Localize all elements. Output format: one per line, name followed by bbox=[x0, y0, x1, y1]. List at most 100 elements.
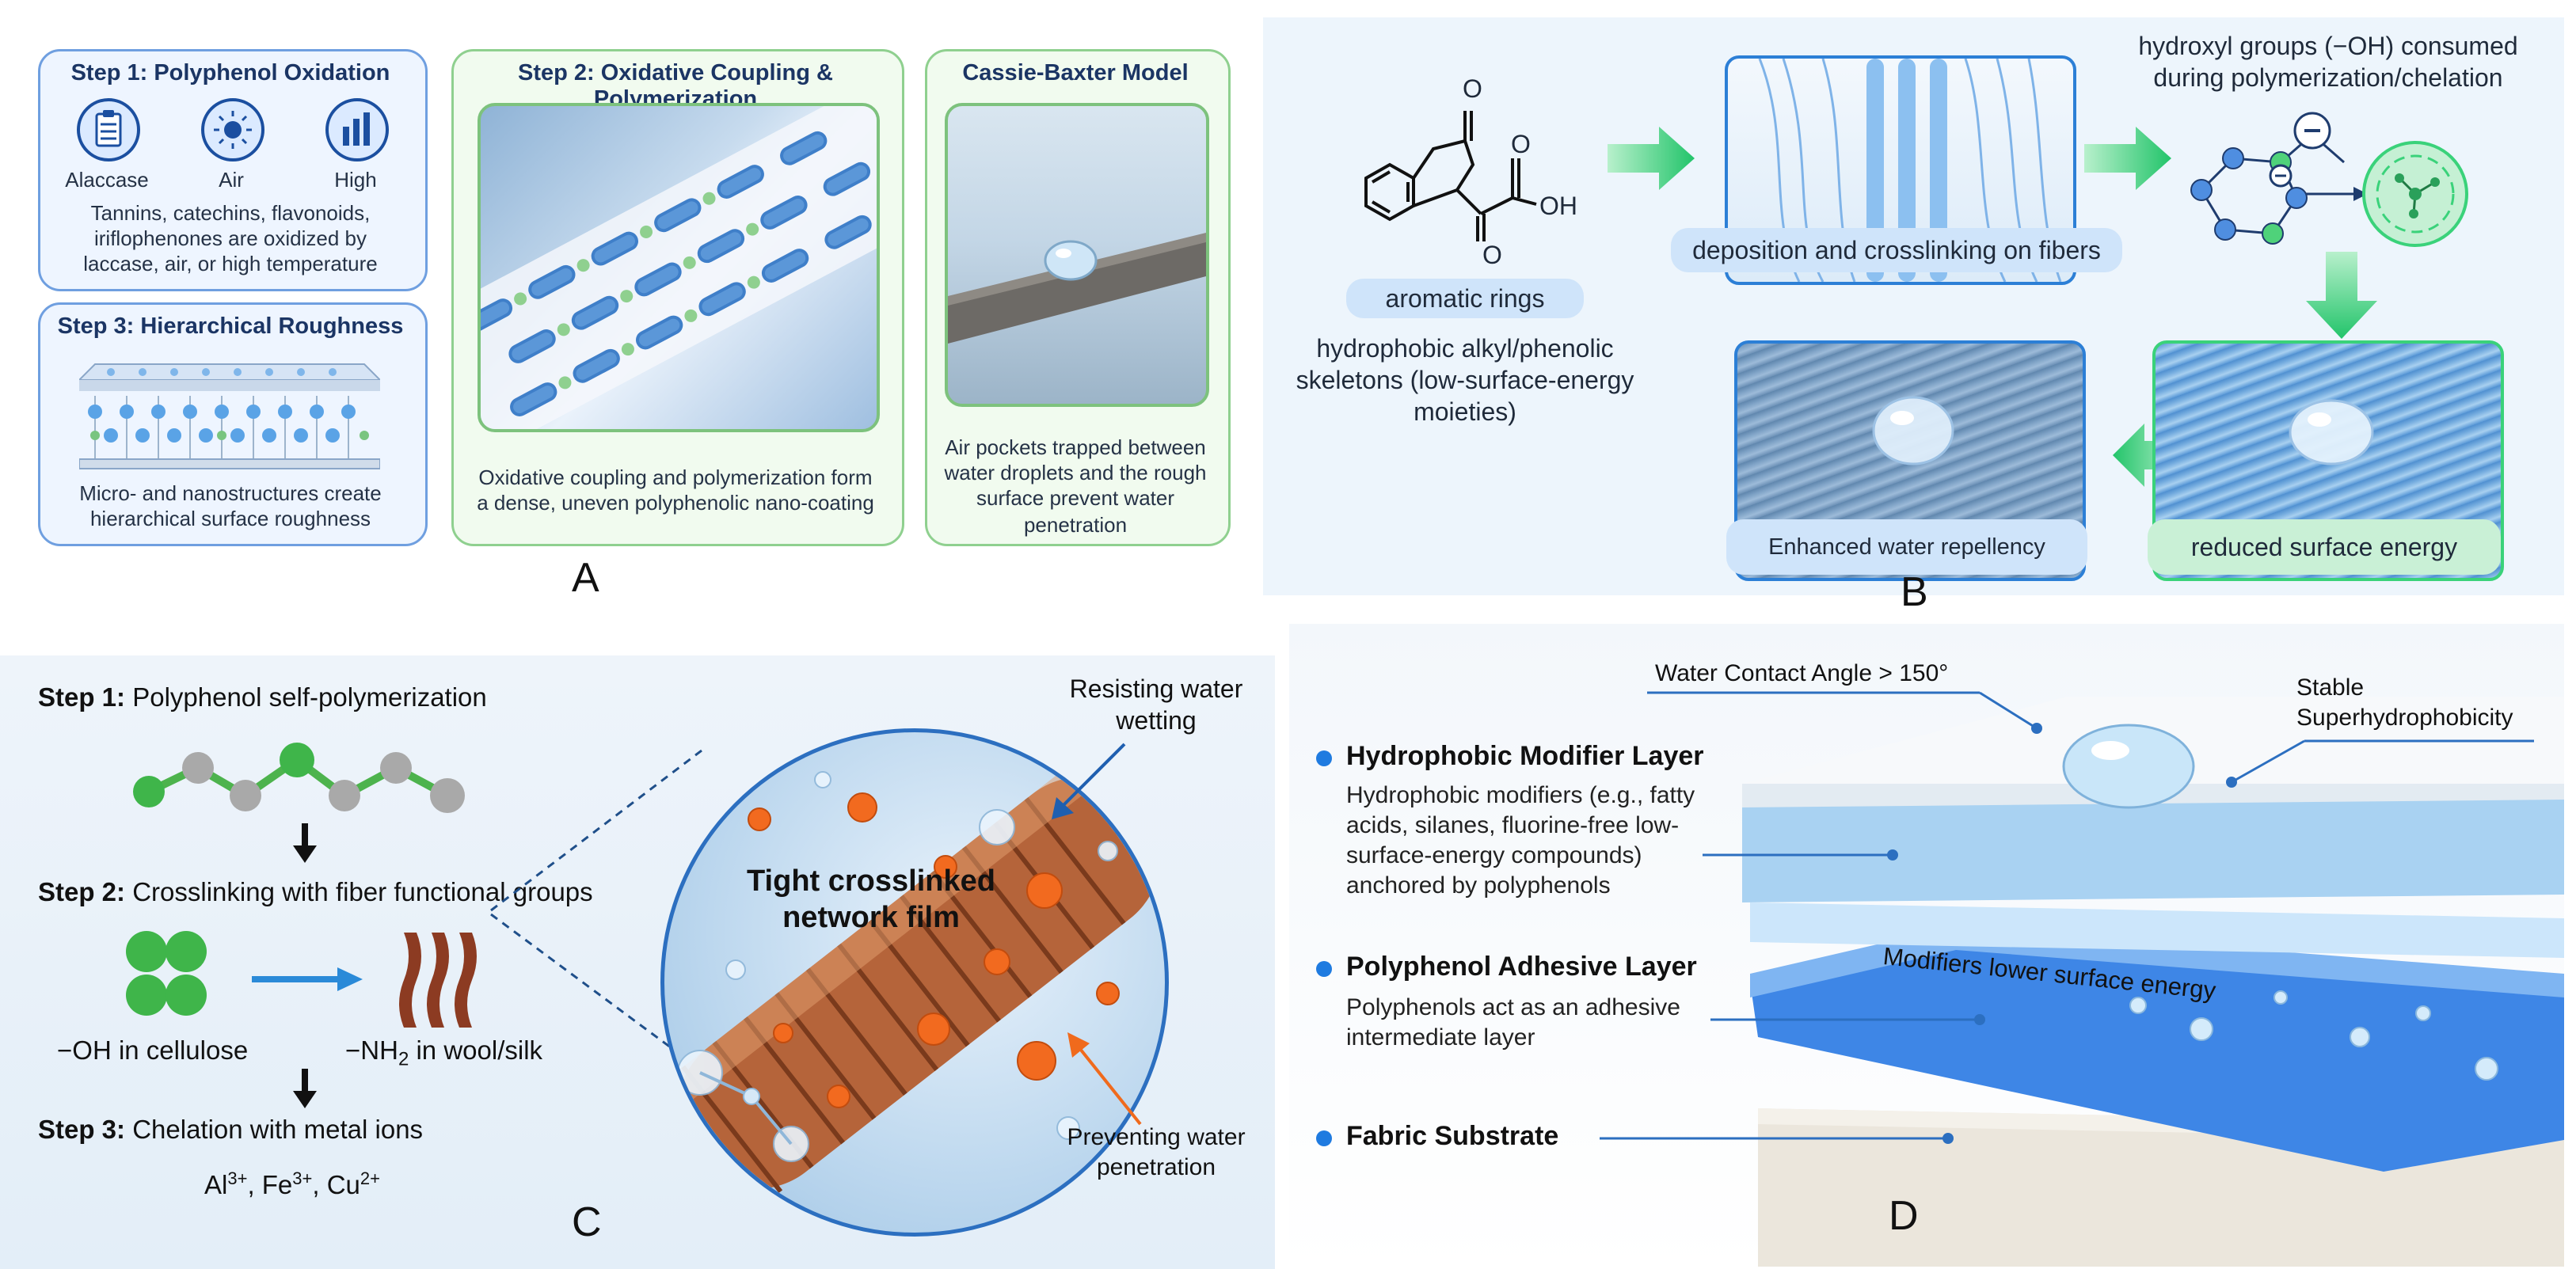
deposition-label: deposition and crosslinking on fibers bbox=[1692, 236, 2101, 264]
atom-o-top: O bbox=[1463, 74, 1482, 103]
hydroxyl-line-1: hydroxyl groups (−OH) consumed bbox=[2138, 32, 2518, 60]
icon-label-laccase: Alaccase bbox=[65, 168, 149, 192]
atom-o-carboxyl: O bbox=[1511, 130, 1531, 158]
step3-desc-1: Micro- and nanostructures create bbox=[79, 481, 382, 505]
polymer-chain bbox=[133, 743, 465, 813]
icon-label-air: Air bbox=[219, 168, 244, 192]
layer1-desc-3: surface-energy compounds) bbox=[1346, 842, 1642, 868]
ion-fe-charge: 3+ bbox=[292, 1168, 313, 1188]
layer3-title: Fabric Substrate bbox=[1346, 1121, 1559, 1151]
layer3-leader bbox=[1600, 1133, 1954, 1144]
arrow-right-2 bbox=[2084, 127, 2171, 190]
roughness-illustration bbox=[79, 363, 380, 469]
green-spheres bbox=[126, 931, 207, 1016]
layer2-bullet bbox=[1316, 961, 1332, 977]
resisting-arrow bbox=[1052, 743, 1126, 819]
layer-stack bbox=[1742, 697, 2564, 1267]
layer1-desc-1: Hydrophobic modifiers (e.g., fatty bbox=[1346, 782, 1695, 808]
zoom-connector-lines bbox=[490, 747, 706, 1074]
down-arrow-2 bbox=[293, 1069, 317, 1108]
step3-line: Step 3: Chelation with metal ions bbox=[38, 1115, 423, 1145]
layer1-leader bbox=[1703, 849, 1898, 861]
step2-desc-1: Oxidative coupling and polymerization fo… bbox=[478, 465, 873, 489]
hydroxyl-network-diagram bbox=[2190, 112, 2468, 247]
cassie-desc-1: Air pockets trapped between bbox=[945, 435, 1206, 459]
cassie-droplet-svg bbox=[948, 233, 1206, 344]
fiber-coating-image bbox=[478, 103, 880, 432]
layer1-title: Hydrophobic Modifier Layer bbox=[1346, 741, 1704, 771]
reduced-label: reduced surface energy bbox=[2190, 533, 2458, 561]
metal-ions: Al3+, Fe3+, Cu2+ bbox=[204, 1168, 380, 1200]
cassie-desc-3: surface prevent water penetration bbox=[976, 486, 1174, 537]
step1-desc-2: iriflophenones are oxidized by bbox=[94, 226, 367, 250]
atom-oh: OH bbox=[1539, 192, 1577, 220]
reduced-pill: reduced surface energy bbox=[2148, 519, 2501, 575]
step1-desc-3: laccase, air, or high temperature bbox=[83, 252, 378, 275]
step3-desc-2: hierarchical surface roughness bbox=[89, 507, 371, 530]
nh-text: −NH bbox=[345, 1035, 398, 1065]
enhanced-droplet-svg bbox=[1872, 396, 1954, 465]
preventing-line-1: Preventing water bbox=[1067, 1124, 1246, 1150]
step1-line: Step 1: Polyphenol self-polymerization bbox=[38, 682, 487, 712]
network-film-line-2: network film bbox=[782, 901, 960, 934]
ion-fe: , Fe bbox=[247, 1170, 293, 1199]
down-arrow-1 bbox=[293, 823, 317, 863]
skeleton-line-1: hydrophobic alkyl/phenolic bbox=[1316, 334, 1614, 363]
step1-text: Polyphenol self-polymerization bbox=[125, 682, 487, 712]
nh-rest-text: in wool/silk bbox=[409, 1035, 543, 1065]
resisting-line-1: Resisting water bbox=[1069, 674, 1243, 703]
ion-cu: , Cu bbox=[312, 1170, 360, 1199]
zoom-circle-svg bbox=[664, 745, 1161, 1194]
step1-title: Step 1: Polyphenol Oxidation bbox=[70, 60, 390, 85]
step1-icons bbox=[77, 98, 389, 161]
ion-al: Al bbox=[204, 1170, 228, 1199]
nh-subscript: 2 bbox=[398, 1048, 409, 1070]
step1-desc-1: Tannins, catechins, flavonoids, bbox=[90, 201, 371, 225]
cassie-droplet-image bbox=[945, 103, 1209, 407]
skeleton-line-2: skeletons (low-surface-energy bbox=[1296, 366, 1634, 394]
layer1-desc-2: acids, silanes, fluorine-free low- bbox=[1346, 812, 1680, 838]
stable-leader bbox=[2226, 739, 2534, 788]
layer2-leader bbox=[1710, 1014, 1985, 1025]
enhanced-label: Enhanced water repellency bbox=[1768, 534, 2045, 560]
layer1-desc-4: anchored by polyphenols bbox=[1346, 872, 1611, 899]
arrow-left bbox=[2113, 424, 2184, 487]
bar-chart-icon bbox=[325, 98, 389, 161]
clipboard-icon bbox=[77, 98, 140, 161]
fiber-coating-svg bbox=[481, 106, 877, 429]
layer2-desc-1: Polyphenols act as an adhesive bbox=[1346, 994, 1680, 1020]
step3-box bbox=[38, 302, 428, 546]
nh2-label: −NH2 in wool/silk bbox=[345, 1035, 542, 1071]
layer2-desc-2: intermediate layer bbox=[1346, 1024, 1535, 1051]
ion-al-charge: 3+ bbox=[227, 1168, 248, 1188]
layer1-bullet bbox=[1316, 750, 1332, 766]
right-arrow-blue bbox=[252, 967, 363, 991]
resisting-line-2: wetting bbox=[1116, 706, 1197, 735]
enhanced-pill: Enhanced water repellency bbox=[1726, 519, 2087, 575]
step3-text: Chelation with metal ions bbox=[125, 1115, 424, 1144]
hydroxyl-line-2: during polymerization/chelation bbox=[2153, 63, 2503, 92]
arrow-right-1 bbox=[1608, 127, 1695, 190]
oh-cellulose-label: −OH in cellulose bbox=[57, 1035, 249, 1065]
preventing-line-2: penetration bbox=[1096, 1154, 1216, 1180]
panel-d-letter: D bbox=[1889, 1193, 1919, 1239]
step1-label: Step 1: bbox=[38, 682, 126, 712]
arrow-down bbox=[2306, 252, 2377, 339]
step3-label: Step 3: bbox=[38, 1115, 126, 1144]
stable-line-1: Stable bbox=[2296, 674, 2365, 701]
skeleton-line-3: moieties) bbox=[1414, 397, 1516, 426]
reduced-droplet-svg bbox=[2289, 399, 2374, 465]
panel-b-letter: B bbox=[1901, 569, 1928, 615]
zoom-circle bbox=[660, 728, 1169, 1237]
layer3-bullet bbox=[1316, 1130, 1332, 1146]
cassie-desc-2: water droplets and the rough bbox=[944, 461, 1207, 484]
cassie-title: Cassie-Baxter Model bbox=[962, 60, 1189, 85]
wool-fibers bbox=[399, 933, 477, 1028]
contact-angle-label: Water Contact Angle > 150° bbox=[1655, 660, 1949, 686]
aromatic-rings-label: aromatic rings bbox=[1385, 284, 1545, 313]
atom-o-ketone: O bbox=[1482, 241, 1502, 269]
deposition-pill: deposition and crosslinking on fibers bbox=[1671, 228, 2122, 272]
stable-line-2: Superhydrophobicity bbox=[2296, 705, 2513, 731]
network-film-line-1: Tight crosslinked bbox=[747, 864, 995, 898]
icon-label-high: High bbox=[334, 168, 377, 192]
